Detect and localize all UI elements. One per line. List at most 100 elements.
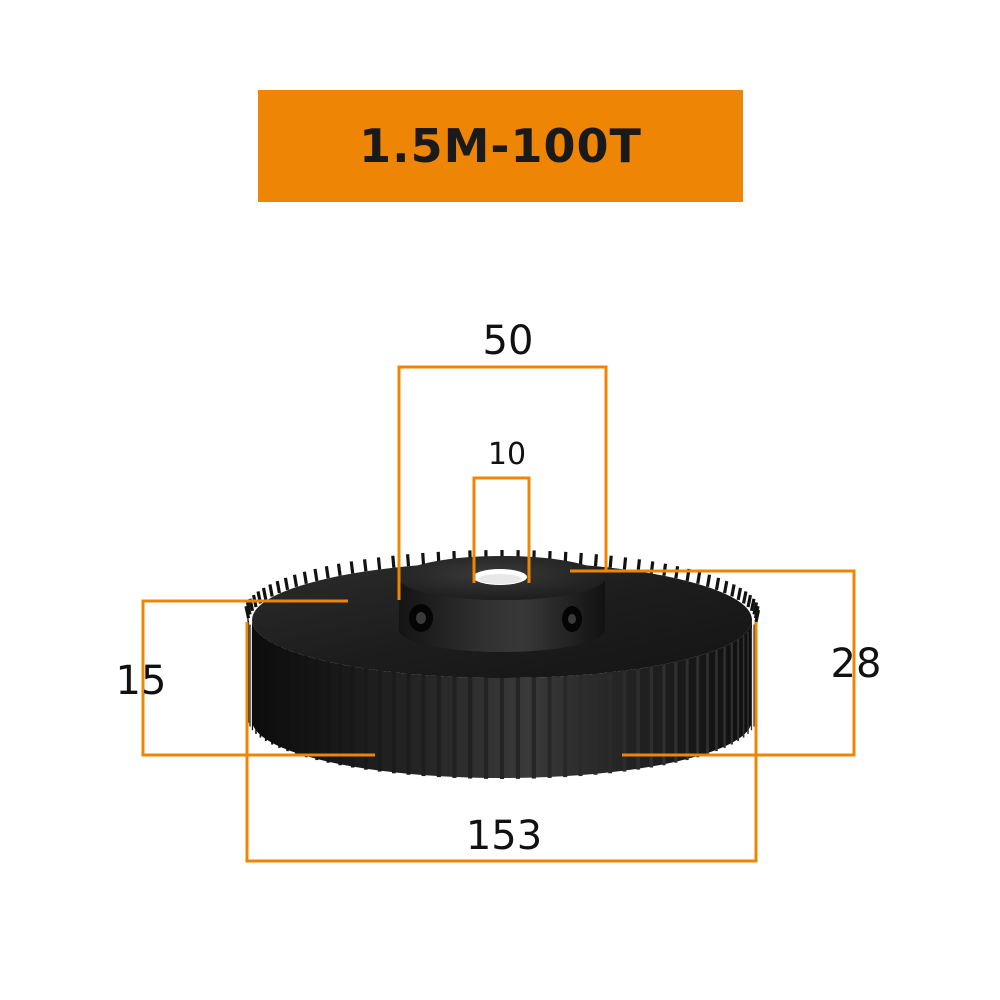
gear-tooth — [302, 571, 308, 585]
gear-tooth — [753, 624, 755, 727]
gear-tooth — [283, 577, 290, 591]
bore-hole-inner — [478, 574, 522, 584]
gear-tooth — [278, 645, 281, 748]
gear-tooth — [578, 674, 583, 777]
gear-tooth — [696, 655, 700, 758]
gear-tooth — [391, 671, 396, 774]
gear-tooth — [452, 675, 457, 778]
gear-tooth — [578, 552, 583, 566]
gear-tooth — [746, 594, 753, 608]
gear-tooth — [377, 669, 382, 772]
gear-tooth — [264, 639, 267, 742]
gear-tooth — [255, 631, 257, 734]
gear-tooth — [752, 602, 759, 615]
gear-tooth — [749, 598, 756, 612]
dimension-label-gear-thickness: 15 — [116, 658, 167, 704]
gear-tooth — [696, 571, 702, 585]
dimension-label-outer-diameter: 153 — [466, 813, 542, 859]
gear-tooth — [436, 675, 441, 778]
gear-tooth — [714, 577, 721, 591]
gear-hub — [399, 556, 605, 652]
gear-tooth — [295, 652, 298, 755]
dimension-label-bore-diameter: 10 — [488, 437, 526, 472]
gear-tooth — [747, 631, 749, 734]
gear-tooth — [245, 602, 252, 615]
hub-side — [399, 578, 605, 652]
gear-tooth — [251, 628, 254, 731]
gear-tooth — [705, 574, 712, 587]
gear-tooth — [275, 580, 281, 594]
gear-tooth — [364, 667, 368, 770]
gear-tooth — [326, 660, 330, 763]
gear-tooth — [742, 591, 748, 604]
gear-tooth — [499, 677, 505, 779]
gear-tooth — [662, 663, 666, 766]
gear-tooth — [271, 642, 274, 745]
gear-tooth — [685, 658, 689, 761]
gear-tooth — [515, 676, 521, 779]
gear-tooth — [706, 652, 709, 755]
gear-tooth — [750, 628, 753, 731]
gear-tooth — [286, 649, 289, 752]
dimension-label-total-height: 28 — [831, 641, 882, 687]
gear-tooth — [406, 672, 411, 775]
gear-tooth — [362, 559, 368, 572]
gear-tooth — [376, 557, 382, 570]
gear-tooth — [405, 554, 411, 567]
gear-tooth — [313, 568, 319, 582]
gear-tooth — [338, 663, 342, 766]
gear-tooth — [483, 676, 489, 779]
dimension-label-hub-diameter: 50 — [483, 318, 534, 364]
dimension-line-outer-diameter — [245, 622, 758, 863]
gear-tooth — [636, 559, 642, 572]
gear-tooth — [391, 555, 396, 568]
dimension-line-bore-diameter — [472, 476, 531, 583]
gear-tooth — [608, 555, 613, 568]
gear-tooth — [753, 605, 760, 619]
set-screw-icon — [409, 604, 433, 632]
gear-tooth — [593, 554, 599, 567]
gear-tooth — [636, 667, 640, 770]
gear-tooth — [304, 655, 308, 758]
gear-tooth — [622, 557, 628, 570]
gear-tooth — [622, 669, 627, 772]
gear-tooth — [723, 580, 729, 594]
gear-tooth — [244, 605, 251, 619]
gear-tooth — [324, 566, 330, 579]
gear-tooth — [547, 675, 552, 778]
gear-tooth — [261, 587, 268, 601]
gear-tooth — [249, 624, 251, 727]
gear-tooth — [593, 672, 598, 775]
gear-tooth — [350, 665, 355, 768]
gear-teeth-front — [247, 617, 757, 779]
title-text: 1.5M-100T — [359, 119, 642, 173]
gear-tooth — [531, 676, 536, 779]
gear-tooth — [608, 671, 613, 774]
gear-tooth — [737, 639, 740, 742]
gear-tooth — [421, 674, 426, 777]
dimension-line-total-height — [570, 569, 856, 757]
dimension-line-hub-diameter — [397, 365, 608, 600]
gear-tooth — [674, 660, 678, 763]
dimension-line-gear-thickness — [141, 599, 375, 757]
gear-tooth — [268, 584, 274, 597]
gear-tooth — [649, 665, 654, 768]
gear-tooth — [563, 675, 568, 778]
gear-tooth — [336, 563, 342, 576]
gear-tooth — [349, 561, 355, 574]
gear-rim — [244, 550, 761, 779]
gear-tooth — [730, 642, 733, 745]
set-screw-icon — [562, 606, 582, 632]
gear-tooth — [742, 635, 745, 738]
gear-tooth — [259, 635, 262, 738]
gear-teeth-back — [244, 550, 761, 623]
gear-tooth — [723, 645, 726, 748]
gear-tooth — [315, 658, 319, 761]
gear-tooth — [421, 552, 426, 566]
gear-tooth — [715, 649, 718, 752]
gear-tooth — [292, 574, 299, 587]
gear-tooth — [468, 676, 473, 779]
gear-tooth — [730, 584, 736, 597]
